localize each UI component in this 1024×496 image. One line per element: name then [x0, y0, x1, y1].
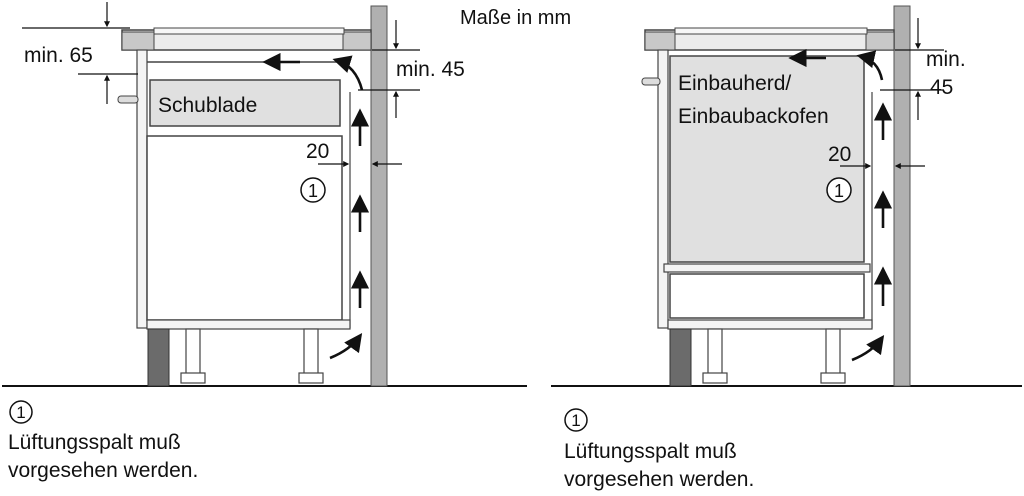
- oven-label-line2: Einbaubackofen: [678, 105, 829, 128]
- oven-front: [669, 55, 865, 263]
- dimension-min-45: [358, 20, 420, 118]
- gap-dimension-label: 20: [828, 143, 851, 166]
- cabinet-door: [146, 135, 343, 321]
- airflow-arrow-bottom: [851, 335, 885, 362]
- oven-drawer: [669, 273, 865, 319]
- drawer-label: Schublade: [158, 94, 257, 117]
- dimension-min-45-label-line2: 45: [930, 76, 953, 99]
- airflow-arrow-bottom: [329, 333, 363, 360]
- leg-rear-foot: [298, 372, 324, 384]
- airflow-arrows: [262, 52, 370, 360]
- caption-line1: Lüftungsspalt muß: [564, 440, 737, 463]
- caption-marker-number: 1: [16, 403, 25, 422]
- leg-rear: [303, 328, 319, 376]
- leg-rear: [825, 328, 841, 376]
- caption-left: 1 Lüftungsspalt muß vorgesehen werden.: [8, 400, 198, 482]
- cooktop: [153, 27, 345, 35]
- caption-line2: vorgesehen werden.: [564, 468, 754, 491]
- airflow-arrows: [788, 48, 893, 362]
- oven-bottom-rail: [663, 263, 871, 273]
- plinth: [147, 328, 170, 387]
- ventilation-gap-marker-number: 1: [308, 181, 318, 201]
- airflow-arrow-curve-top: [856, 50, 884, 81]
- worktop-edge-left: [121, 31, 155, 51]
- wall: [370, 5, 388, 387]
- drawer-knob: [117, 95, 139, 104]
- wall: [893, 5, 911, 387]
- cabinet-base: [667, 319, 873, 330]
- oven-label-line1: Einbauherd/: [678, 72, 791, 95]
- caption-line2: vorgesehen werden.: [8, 459, 198, 482]
- caption-marker-number: 1: [571, 411, 580, 430]
- leg-front-foot: [702, 372, 728, 384]
- leg-front: [707, 328, 723, 376]
- units-note: Maße in mm: [460, 7, 571, 29]
- leg-front: [185, 328, 201, 376]
- airflow-arrow-curve-top: [332, 55, 364, 91]
- leg-front-foot: [180, 372, 206, 384]
- ventilation-gap-marker: [826, 177, 852, 203]
- cabinet-side-left: [657, 49, 669, 329]
- caption-line1: Lüftungsspalt muß: [8, 431, 181, 454]
- ventilation-gap-marker-number: 1: [834, 181, 844, 201]
- plinth: [669, 328, 692, 387]
- caption-marker-circle: [564, 408, 588, 432]
- worktop-edge-left: [644, 31, 676, 51]
- dimension-min-65: [22, 2, 138, 104]
- gap-dimension-label: 20: [306, 140, 329, 163]
- dimension-min-65-label: min. 65: [24, 44, 93, 67]
- caption-right: 1 Lüftungsspalt muß vorgesehen werden.: [564, 408, 754, 491]
- ventilation-gap-marker: [300, 177, 326, 203]
- caption-marker-circle: [9, 400, 33, 424]
- oven-knob: [641, 77, 661, 86]
- cooktop: [674, 27, 868, 35]
- dimension-min-45-label: min. 45: [396, 58, 465, 81]
- drawer-front: [149, 79, 341, 127]
- cabinet-base: [146, 319, 351, 330]
- left-diagram: min. 65 min. 45 20 1 Schublade: [2, 2, 527, 387]
- worktop-edge-right: [865, 31, 895, 51]
- leg-rear-foot: [820, 372, 846, 384]
- right-diagram: min. 45 20 1 Einbauherd/ Einbaubackofen: [551, 5, 1022, 387]
- cabinet-side-left: [136, 49, 148, 329]
- dimension-min-45-label-line1: min.: [926, 48, 966, 71]
- dimension-min-45: [880, 18, 944, 120]
- worktop-edge-right: [342, 31, 372, 51]
